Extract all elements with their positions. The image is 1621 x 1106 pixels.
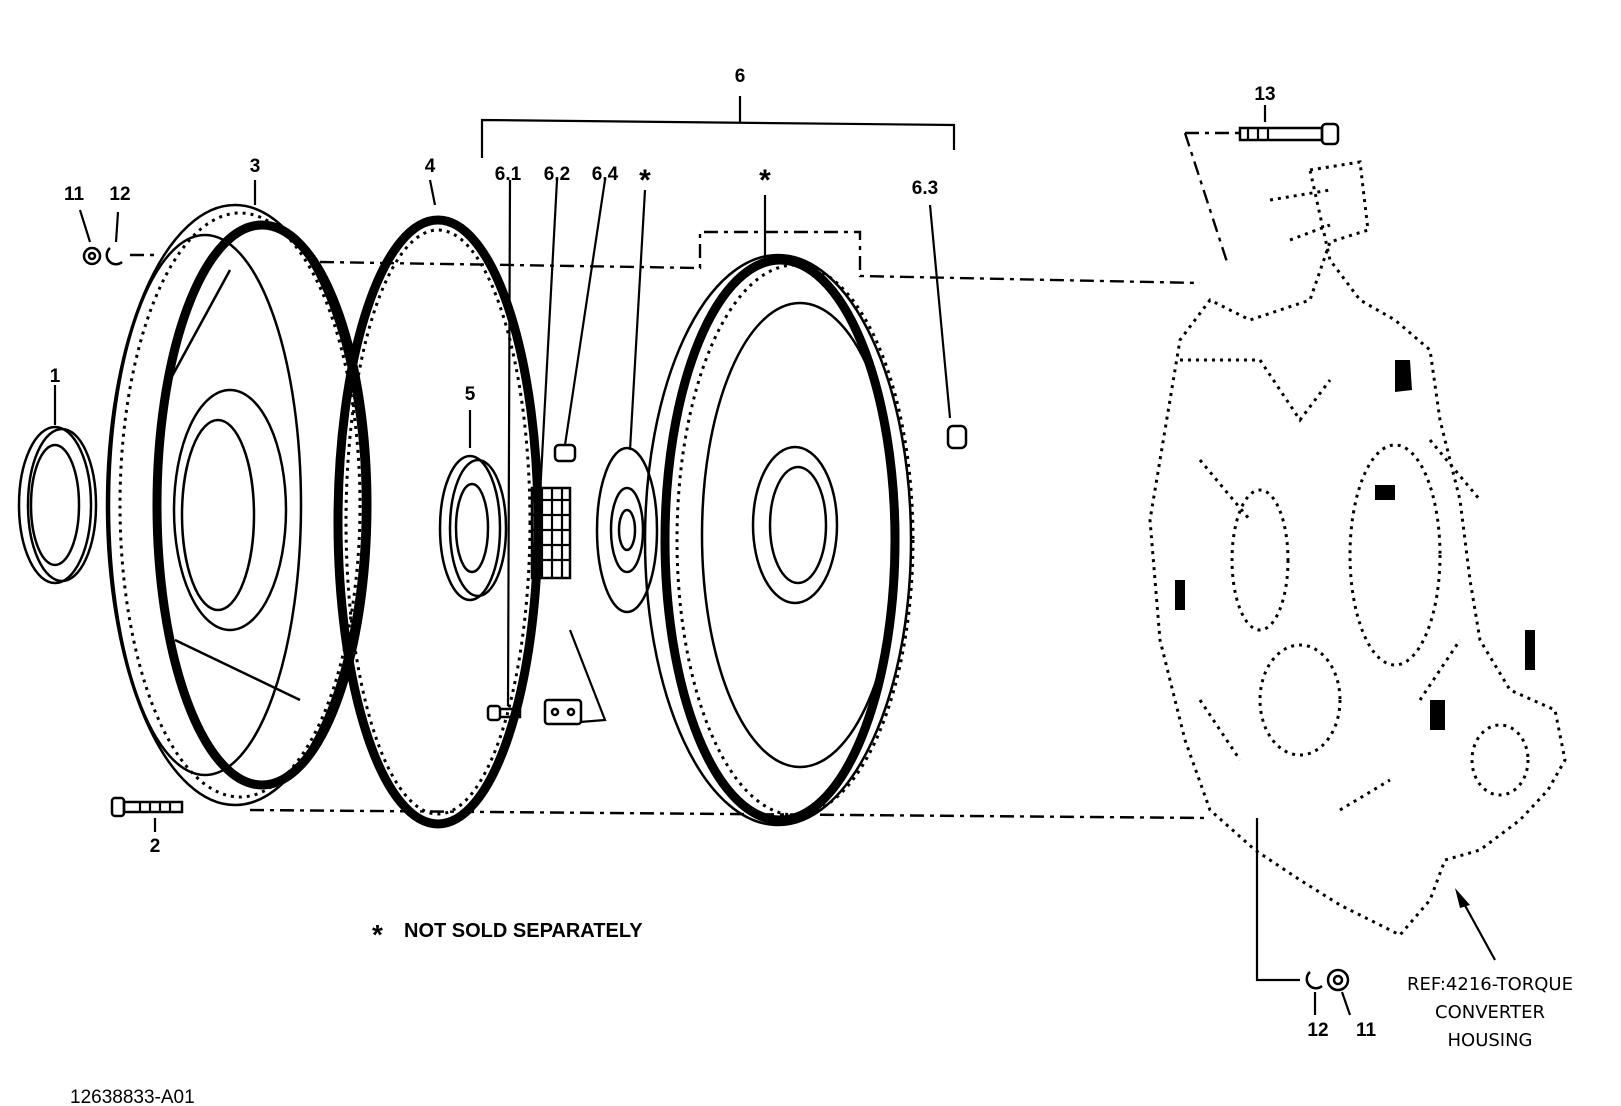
callout-1: 1 [50, 366, 61, 387]
washers-top-part-11-12 [78, 209, 123, 266]
callout-13: 13 [1254, 84, 1275, 105]
pump-body-part-3 [105, 180, 372, 807]
not-sold-separately-note: * NOT SOLD SEPARATELY [372, 919, 643, 950]
bearing-part-5 [438, 410, 508, 602]
washers-bottom-part-11-12 [1305, 968, 1352, 1016]
reference-line-1: REF:4216-TORQUE [1407, 974, 1573, 995]
oil-seal-part-1 [17, 385, 98, 585]
callout-11-top: 11 [64, 184, 85, 205]
callout-5: 5 [465, 384, 476, 405]
callout-6-4: 6.4 [592, 164, 619, 185]
gear-set-part-6 [486, 179, 659, 726]
callout-star-a: * [639, 164, 651, 197]
torque-converter-housing [1148, 160, 1567, 937]
callout-labels: 1 2 3 4 5 6 6.1 6.2 6.4 * * 6.3 11 12 13… [50, 66, 1377, 1041]
bolt-part-2 [110, 796, 184, 832]
callout-4: 4 [425, 156, 436, 177]
callout-12-bottom: 12 [1307, 1020, 1328, 1041]
housing-reference-text: REF:4216-TORQUE CONVERTER HOUSING [1407, 974, 1573, 1051]
pin-part-6-3 [928, 204, 968, 450]
drawing-part-number: 12638833-A01 [70, 1087, 195, 1106]
reference-line-3: HOUSING [1447, 1030, 1532, 1051]
callout-2: 2 [150, 836, 161, 857]
note-text: NOT SOLD SEPARATELY [404, 920, 643, 942]
callout-6-3: 6.3 [912, 178, 938, 199]
gasket-part-4 [333, 179, 543, 829]
bolt-part-13 [1238, 105, 1340, 146]
callout-6-1: 6.1 [495, 164, 522, 185]
callout-3: 3 [250, 156, 261, 177]
note-symbol: * [372, 919, 383, 950]
pump-cover-part-6 [643, 195, 915, 827]
callout-12-top: 12 [109, 184, 130, 205]
bracket-6 [480, 96, 956, 158]
callout-6: 6 [735, 66, 746, 87]
callout-11-bottom: 11 [1356, 1020, 1377, 1041]
callout-star-b: * [759, 164, 771, 197]
callout-6-2: 6.2 [544, 164, 570, 185]
reference-line-2: CONVERTER [1435, 1002, 1545, 1023]
